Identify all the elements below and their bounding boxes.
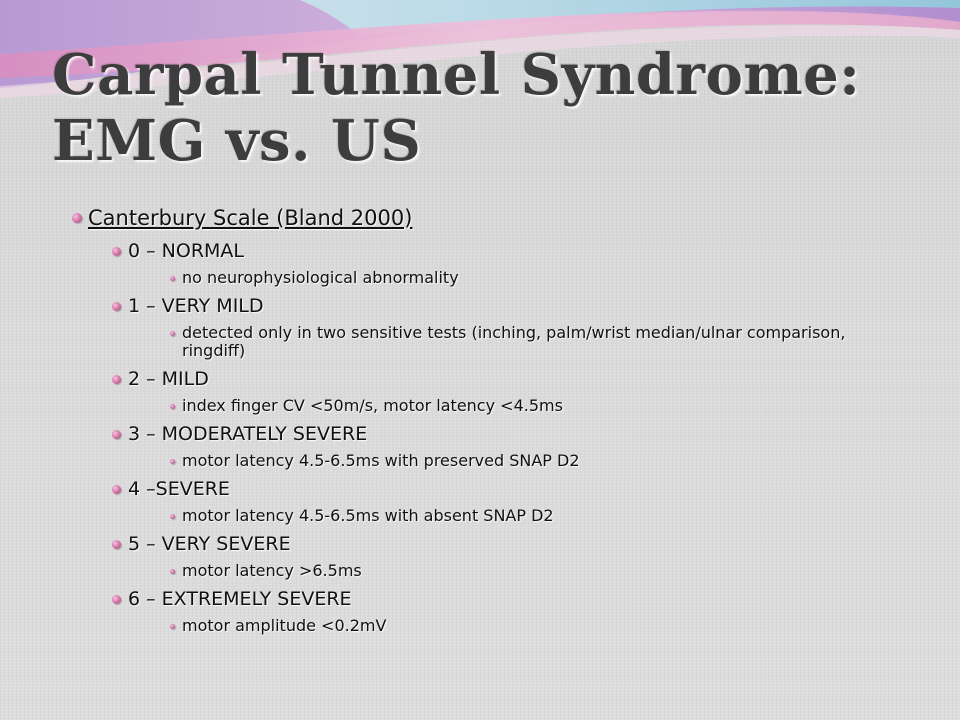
canterbury-scale-heading-text: Canterbury Scale (Bland 2000) (88, 206, 413, 230)
grade-item: 4 –SEVERE (72, 477, 912, 502)
decorative-swoosh-banner (0, 0, 960, 99)
sub-bullet-icon (170, 404, 175, 409)
grade-label: 4 –SEVERE (128, 478, 230, 500)
sub-bullet-icon (170, 331, 175, 336)
grade-item: 3 – MODERATELY SEVERE (72, 422, 912, 447)
grade-label: 3 – MODERATELY SEVERE (128, 423, 368, 445)
canterbury-scale-heading: Canterbury Scale (Bland 2000) (72, 204, 912, 232)
slide-title-line-2: EMG vs. US (52, 108, 422, 174)
grade-label: 0 – NORMAL (128, 240, 245, 262)
grade-item: 2 – MILD (72, 367, 912, 392)
bullet-icon (112, 540, 121, 549)
bullet-icon (72, 213, 82, 223)
grade-item: 5 – VERY SEVERE (72, 532, 912, 557)
grade-label: 5 – VERY SEVERE (128, 533, 291, 555)
bullet-icon (112, 375, 121, 384)
bullet-icon (112, 247, 121, 256)
grade-item: 0 – NORMAL (72, 239, 912, 264)
grade-item: 1 – VERY MILD (72, 294, 912, 319)
grade-item: 6 – EXTREMELY SEVERE (72, 587, 912, 612)
grade-detail: motor amplitude <0.2mV (72, 617, 912, 635)
grade-detail: no neurophysiological abnormality (72, 269, 912, 287)
bullet-icon (112, 485, 121, 494)
bullet-icon (112, 595, 121, 604)
grade-detail-text: motor amplitude <0.2mV (182, 616, 387, 635)
grade-detail-text: motor latency 4.5-6.5ms with absent SNAP… (182, 506, 554, 525)
grade-detail-text: no neurophysiological abnormality (182, 268, 459, 287)
grade-detail: motor latency 4.5-6.5ms with absent SNAP… (72, 507, 912, 525)
grade-detail: motor latency 4.5-6.5ms with preserved S… (72, 452, 912, 470)
slide-title: Carpal Tunnel Syndrome: EMG vs. US (52, 42, 860, 174)
grade-detail-text: motor latency 4.5-6.5ms with preserved S… (182, 451, 580, 470)
grade-detail-text: motor latency >6.5ms (182, 561, 362, 580)
grade-label: 2 – MILD (128, 368, 209, 390)
sub-bullet-icon (170, 624, 175, 629)
bullet-icon (112, 430, 121, 439)
slide-title-line-1: Carpal Tunnel Syndrome: (52, 42, 861, 108)
grade-detail: motor latency >6.5ms (72, 562, 912, 580)
grade-label: 1 – VERY MILD (128, 295, 264, 317)
grade-label: 6 – EXTREMELY SEVERE (128, 588, 352, 610)
grade-list: 0 – NORMAL no neurophysiological abnormal… (72, 239, 912, 635)
grade-detail-text: detected only in two sensitive tests (in… (182, 323, 846, 360)
grade-detail: index finger CV <50m/s, motor latency <4… (72, 397, 912, 415)
grade-detail: detected only in two sensitive tests (in… (72, 324, 912, 360)
sub-bullet-icon (170, 459, 175, 464)
slide-content: Canterbury Scale (Bland 2000) 0 – NORMAL… (72, 204, 912, 635)
sub-bullet-icon (170, 276, 175, 281)
grade-detail-text: index finger CV <50m/s, motor latency <4… (182, 396, 563, 415)
bullet-icon (112, 302, 121, 311)
sub-bullet-icon (170, 569, 175, 574)
sub-bullet-icon (170, 514, 175, 519)
